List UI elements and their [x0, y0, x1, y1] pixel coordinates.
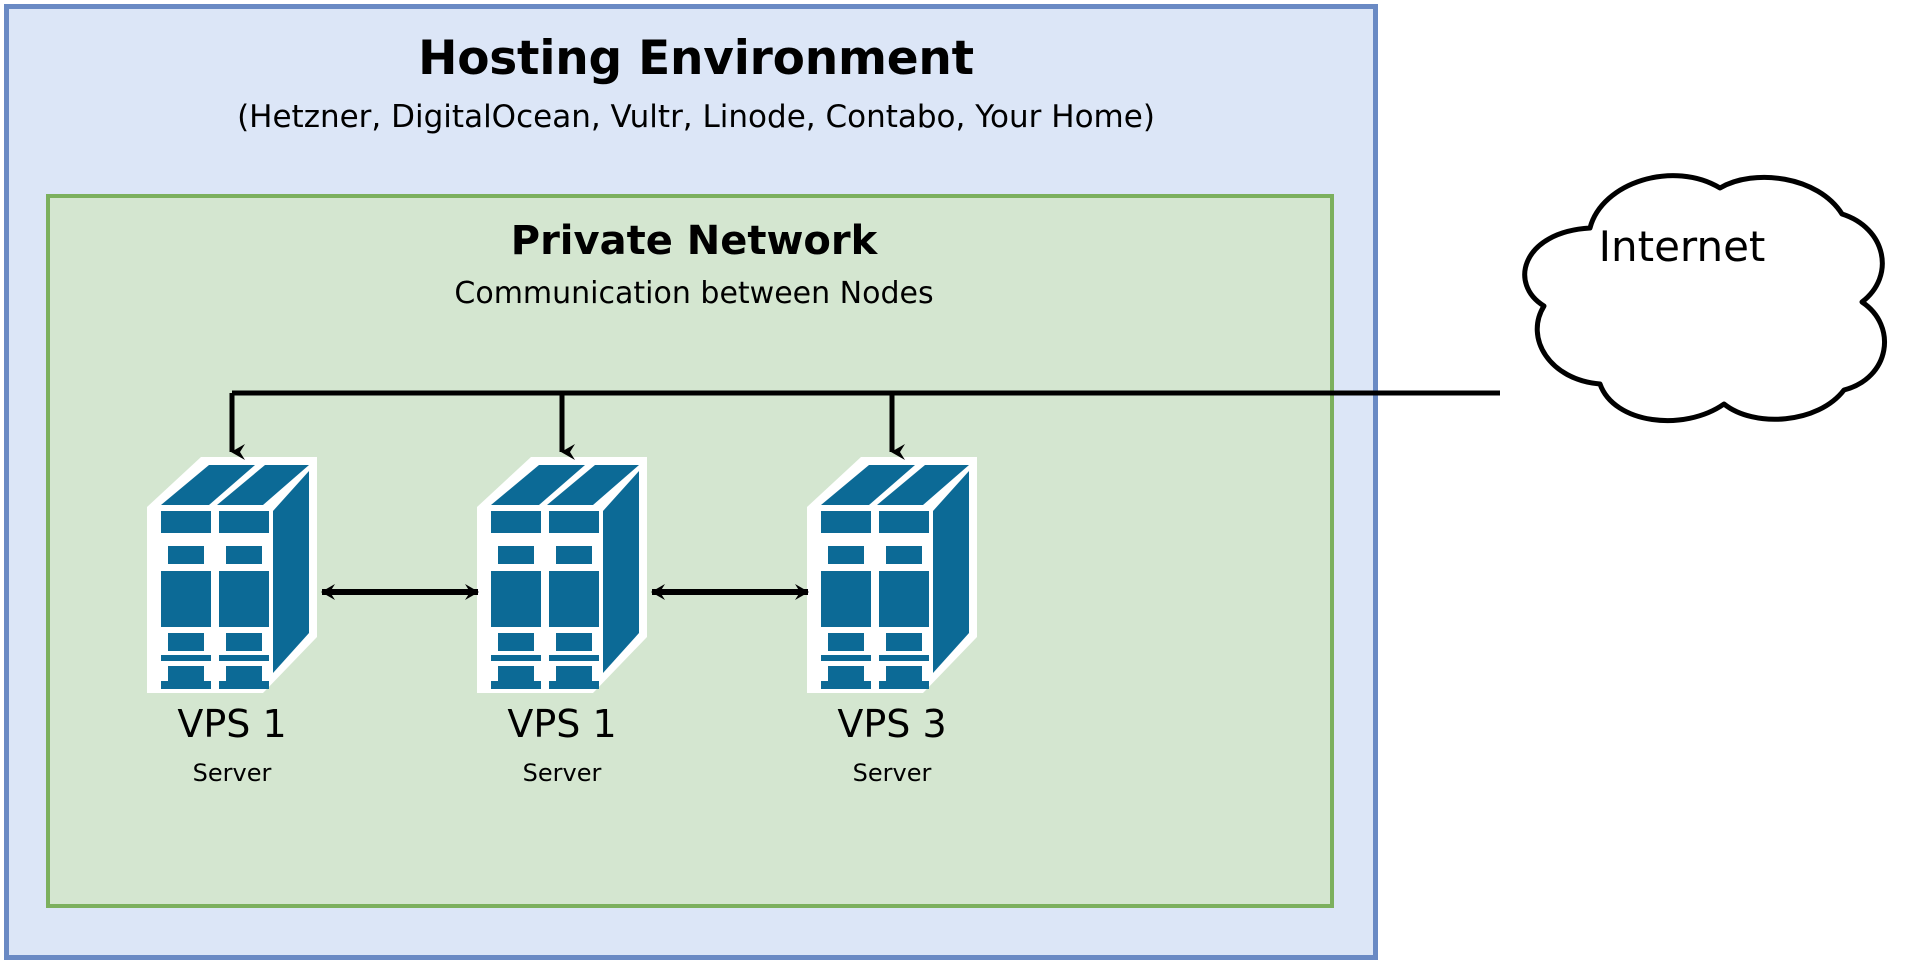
cloud-icon[interactable]	[1462, 166, 1902, 428]
internet-label: Internet	[1598, 222, 1766, 271]
hosting-environment-title: Hosting Environment	[418, 31, 974, 86]
server-rack-icon	[147, 457, 317, 693]
private-network-subtitle: Communication between Nodes	[454, 276, 934, 311]
server-rack-icon	[807, 457, 977, 693]
private-network-container: Private Network Communication between No…	[46, 194, 1334, 908]
node-label-title: VPS 1	[507, 702, 617, 746]
server-rack-icon	[477, 457, 647, 693]
node-vps-3[interactable]: VPS 3 Server	[762, 455, 1022, 785]
node-label-title: VPS 1	[177, 702, 287, 746]
node-label-subtitle: Server	[852, 759, 932, 787]
node-label-subtitle: Server	[522, 759, 602, 787]
hosting-environment-subtitle: (Hetzner, DigitalOcean, Vultr, Linode, C…	[237, 99, 1155, 135]
node-label-title: VPS 3	[837, 702, 947, 746]
node-label-subtitle: Server	[192, 759, 272, 787]
node-vps-1[interactable]: VPS 1 Server	[102, 455, 362, 785]
node-vps-2[interactable]: VPS 1 Server	[432, 455, 692, 785]
private-network-title: Private Network	[510, 218, 878, 264]
